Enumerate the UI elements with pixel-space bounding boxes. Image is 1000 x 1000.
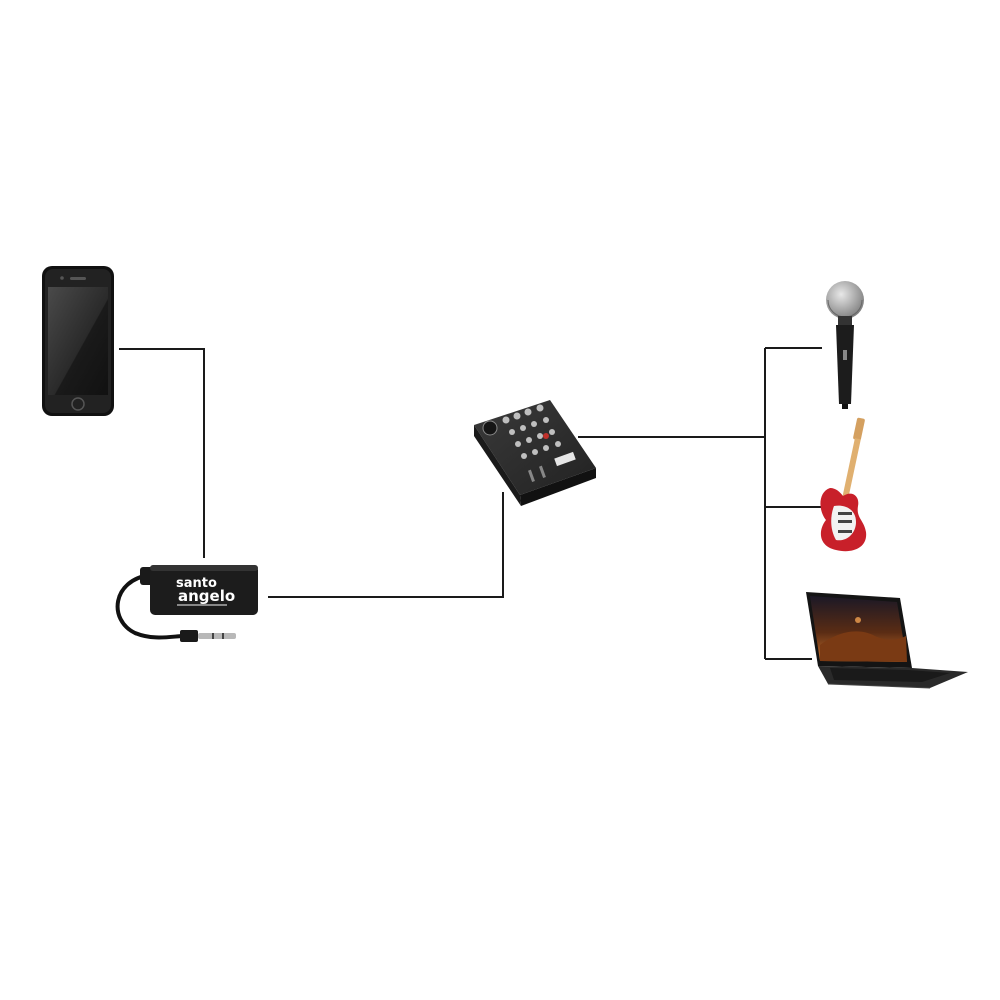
connection-wires	[119, 347, 822, 660]
microphone-icon	[826, 281, 864, 409]
smartphone-icon	[42, 266, 114, 416]
interface-brand-line1: santo	[176, 576, 217, 591]
laptop-icon	[806, 592, 968, 689]
electric-guitar-icon	[820, 417, 867, 552]
mixer-icon	[474, 400, 596, 506]
wire-phone-to-interface	[119, 348, 205, 558]
audio-interface-icon: santo angelo	[115, 565, 258, 642]
wire-interface-to-mixer	[268, 492, 504, 598]
interface-brand-line2: angelo	[178, 587, 235, 605]
